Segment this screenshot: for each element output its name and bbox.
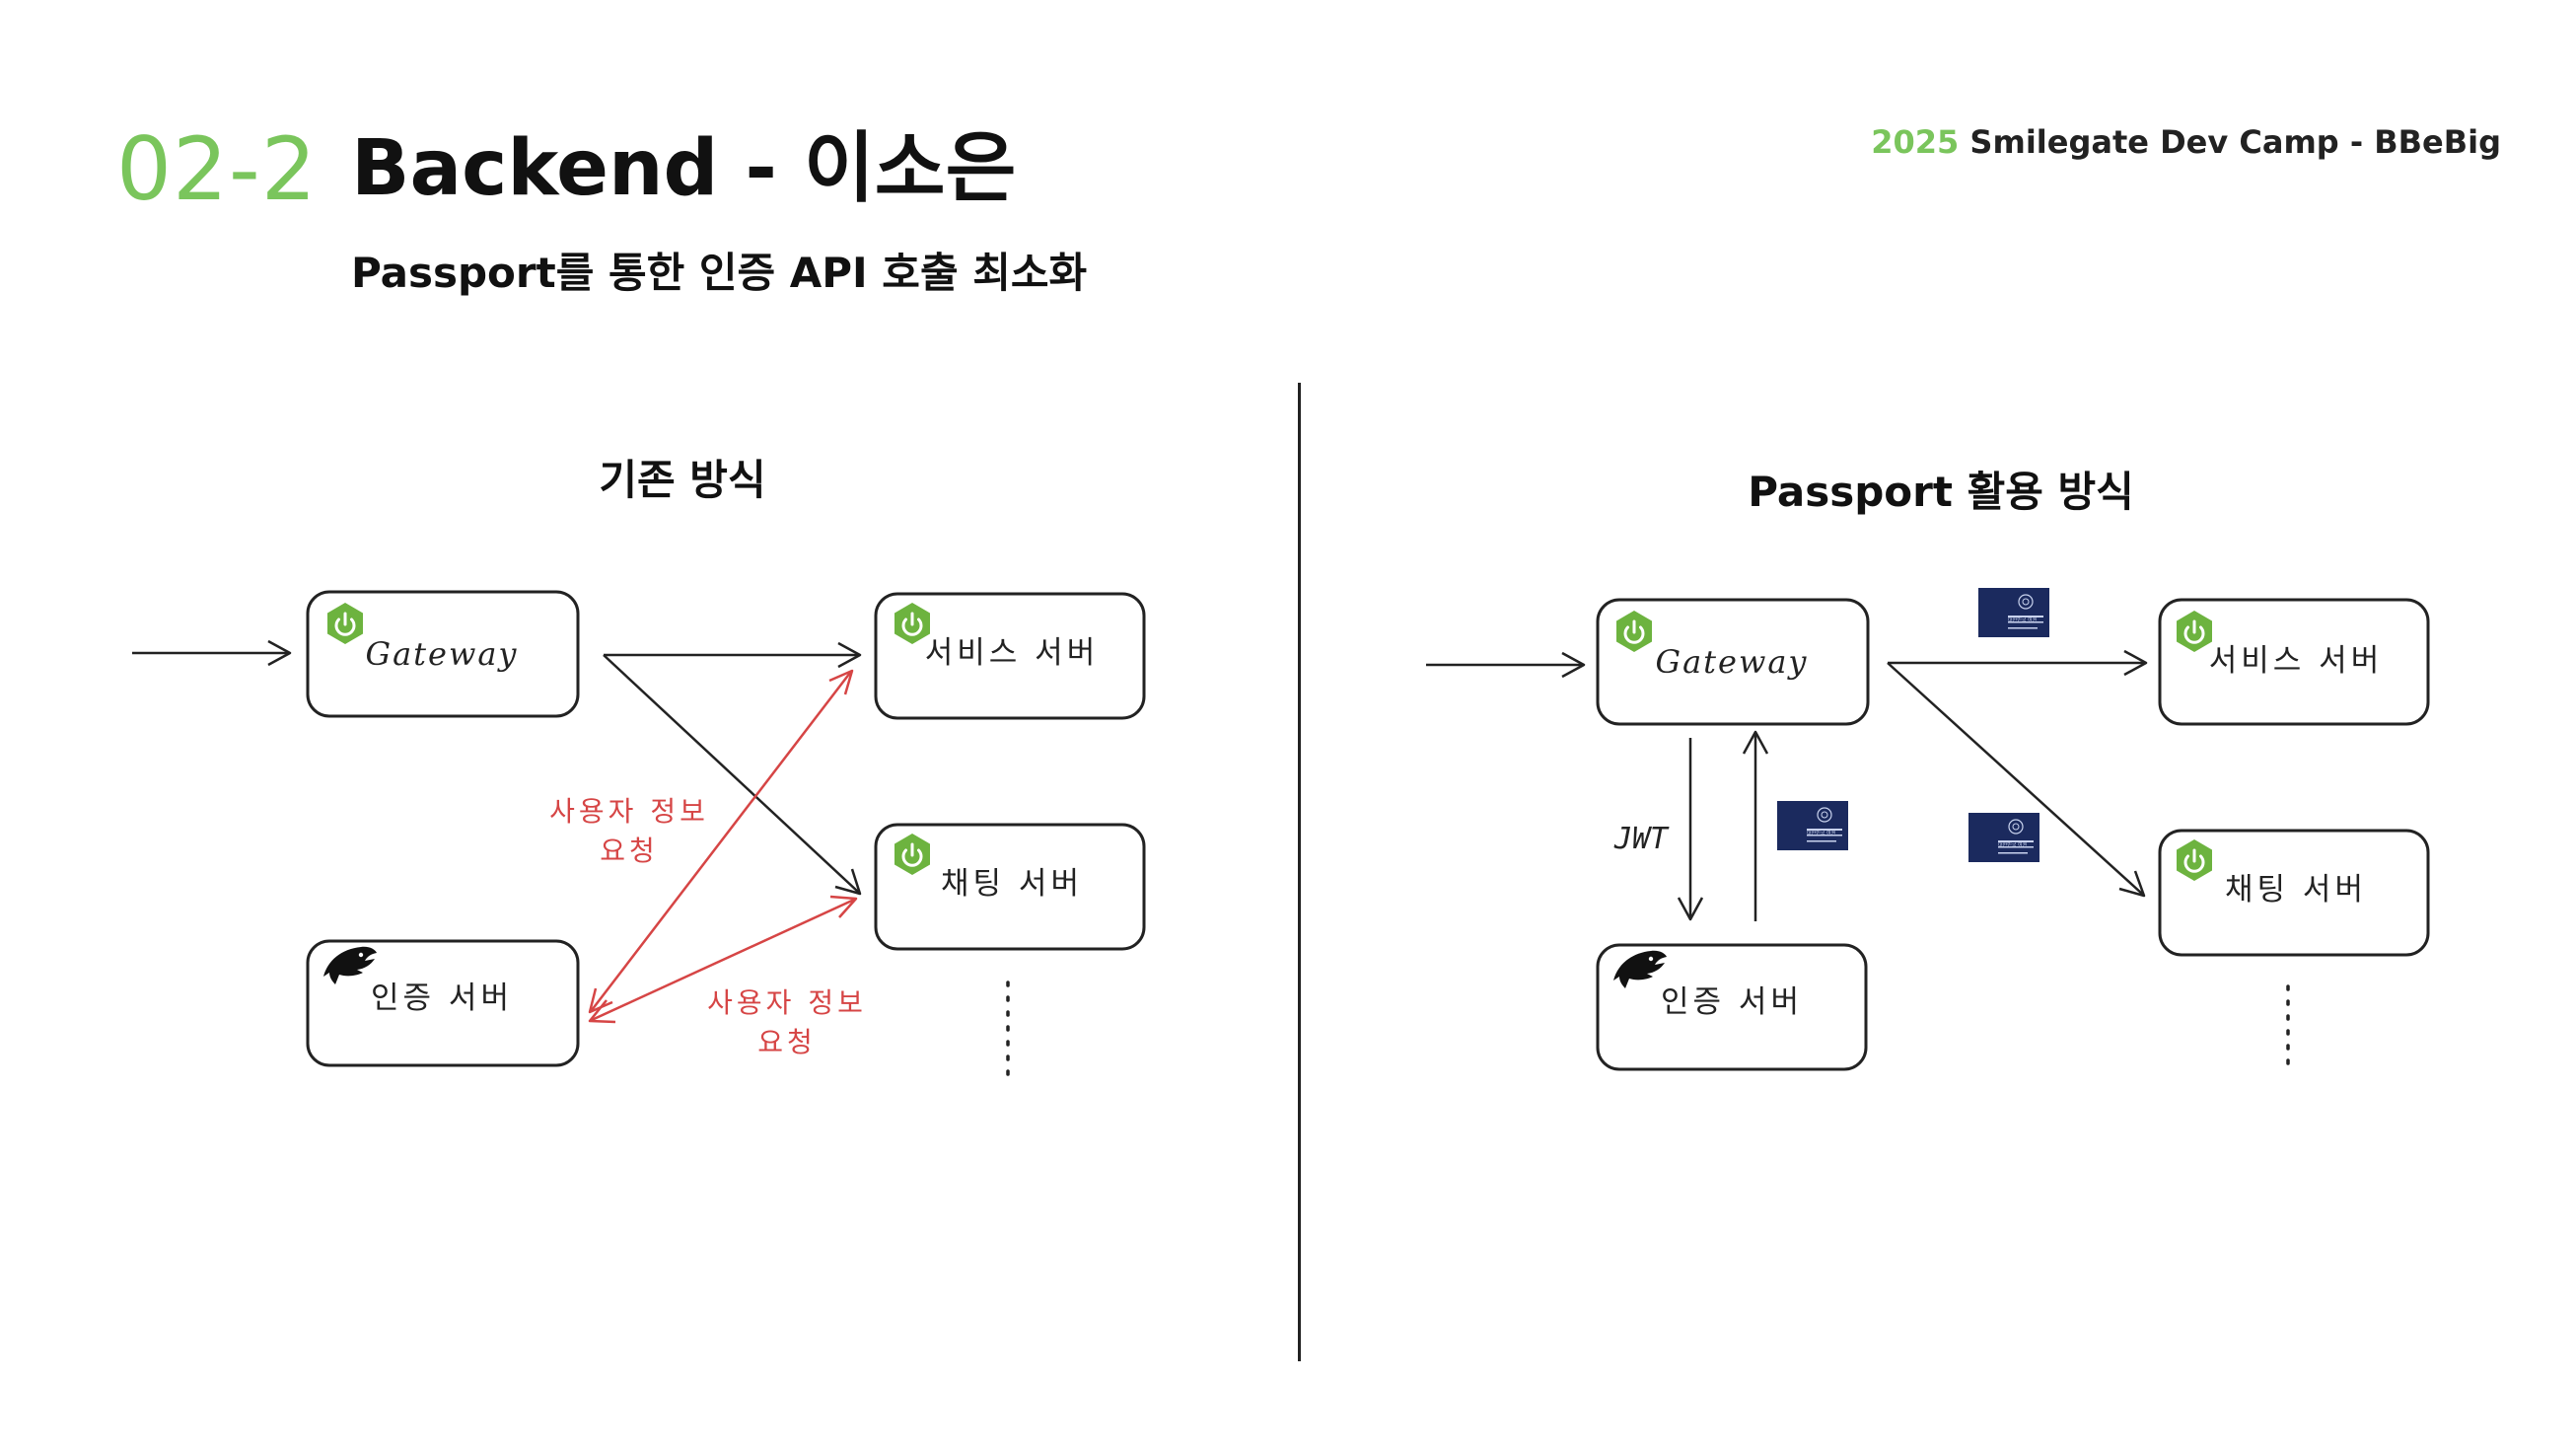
right-panel-title: Passport 활용 방식: [1748, 468, 2134, 516]
panel-divider: [1298, 383, 1301, 1361]
right-gateway-to-chat-arrow: [1887, 662, 2146, 898]
right-gateway-to-auth-jwt-arrow: [1677, 738, 1704, 921]
right-gateway-box: Gateway: [1596, 598, 1870, 726]
svg-text:대한민국 여권: 대한민국 여권: [1998, 841, 2028, 848]
svg-text:대한민국 여권: 대한민국 여권: [2008, 617, 2038, 623]
right-auth-to-gateway-passport-arrow: [1742, 730, 1769, 921]
passport-icon: 대한민국 여권: [1977, 587, 2050, 638]
left-chat-server-label: 채팅 서버: [941, 866, 1083, 902]
jwt-label: JWT: [1613, 822, 1670, 856]
left-request-label-2-line2: 요청: [757, 1026, 817, 1058]
right-gateway-label: Gateway: [1656, 643, 1809, 681]
left-incoming-arrow: [132, 639, 292, 667]
right-chat-server-box: 채팅 서버: [2158, 829, 2430, 957]
left-request-label-1-line2: 요청: [600, 835, 659, 867]
left-chat-server-box: 채팅 서버: [874, 823, 1146, 951]
right-service-server-label: 서비스 서버: [2209, 643, 2383, 679]
left-service-server-box: 서비스 서버: [874, 592, 1146, 720]
left-service-server-label: 서비스 서버: [925, 635, 1099, 671]
left-request-label-2-line1: 사용자 정보: [707, 986, 867, 1019]
slide-title: Backend - 이소은: [351, 124, 1017, 213]
left-auth-server-box: 인증 서버: [306, 939, 580, 1067]
left-gateway-to-chat-arrow: [603, 654, 862, 896]
left-chat-to-auth-request-arrow: [588, 895, 858, 1024]
left-request-label-1-line1: 사용자 정보: [549, 795, 709, 828]
brand-label: 2025 Smilegate Dev Camp - BBeBig: [1871, 126, 2501, 158]
right-incoming-arrow: [1426, 651, 1586, 679]
right-auth-server-box: 인증 서버: [1596, 943, 1868, 1071]
left-gateway-box: Gateway: [306, 590, 580, 718]
right-auth-server-label: 인증 서버: [1661, 984, 1803, 1020]
passport-icon: 대한민국 여권: [1968, 812, 2040, 863]
right-chat-server-label: 채팅 서버: [2225, 872, 2367, 908]
right-service-server-box: 서비스 서버: [2158, 598, 2430, 726]
slide-subtitle: Passport를 통한 인증 API 호출 최소화: [351, 249, 1088, 297]
section-number: 02-2: [116, 118, 318, 220]
left-panel-title: 기존 방식: [599, 456, 766, 504]
left-gateway-to-service-arrow: [604, 641, 862, 669]
right-gateway-to-service-arrow: [1888, 649, 2148, 677]
brand-year: 2025: [1871, 123, 1960, 161]
svg-text:대한민국 여권: 대한민국 여권: [1807, 830, 1836, 836]
passport-icon: 대한민국 여권: [1776, 800, 1849, 851]
left-auth-server-label: 인증 서버: [371, 981, 513, 1016]
left-service-to-auth-request-arrow: [588, 669, 854, 1014]
brand-name: Smilegate Dev Camp - BBeBig: [1959, 123, 2501, 161]
left-gateway-label: Gateway: [366, 635, 519, 673]
